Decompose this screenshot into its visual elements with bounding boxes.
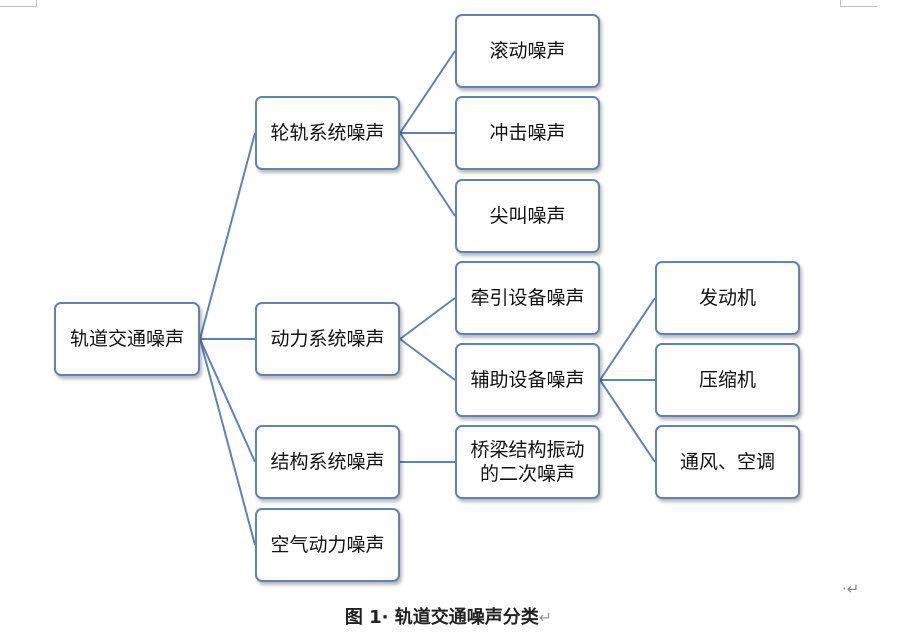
figure-caption: 图 1· 轨道交通噪声分类↵: [0, 603, 897, 629]
node-compressor: 压缩机: [655, 343, 800, 417]
node-ventilation-ac: 通风、空调: [655, 425, 800, 499]
edge-wheel-rail-to-rolling: [399, 50, 456, 134]
node-rolling-noise: 滚动噪声: [455, 14, 600, 88]
page-corner-mark-right: [840, 0, 877, 7]
node-engine: 发动机: [655, 261, 800, 335]
node-power-system-noise: 动力系统噪声: [255, 302, 400, 376]
edge-power-to-auxiliary: [399, 338, 456, 381]
node-wheel-rail-noise: 轮轨系统噪声: [255, 96, 400, 170]
edge-root-to-wheel-rail: [199, 132, 256, 340]
node-impact-noise: 冲击噪声: [455, 96, 600, 170]
edge-power-to-traction: [399, 297, 456, 340]
node-auxiliary-equipment-noise: 辅助设备噪声: [455, 343, 600, 417]
node-aerodynamic-noise: 空气动力噪声: [255, 508, 400, 582]
caption-text: 图 1· 轨道交通噪声分类: [344, 607, 539, 628]
node-squeal-noise: 尖叫噪声: [455, 179, 600, 253]
node-bridge-vibration-noise: 桥梁结构振动的二次噪声: [455, 425, 600, 499]
paragraph-mark: ·↵: [842, 580, 860, 598]
node-structure-system-noise: 结构系统噪声: [255, 425, 400, 499]
page-corner-mark-left: [0, 0, 37, 7]
edge-root-to-aero: [199, 338, 256, 546]
edge-auxiliary-to-ventilation: [599, 379, 656, 463]
caption-return-mark: ↵: [538, 608, 553, 627]
edge-wheel-rail-to-squeal: [399, 132, 456, 217]
edge-auxiliary-to-engine: [599, 297, 656, 381]
node-traction-equipment-noise: 牵引设备噪声: [455, 261, 600, 335]
node-root: 轨道交通噪声: [54, 302, 200, 376]
edge-root-to-structure: [199, 338, 256, 463]
